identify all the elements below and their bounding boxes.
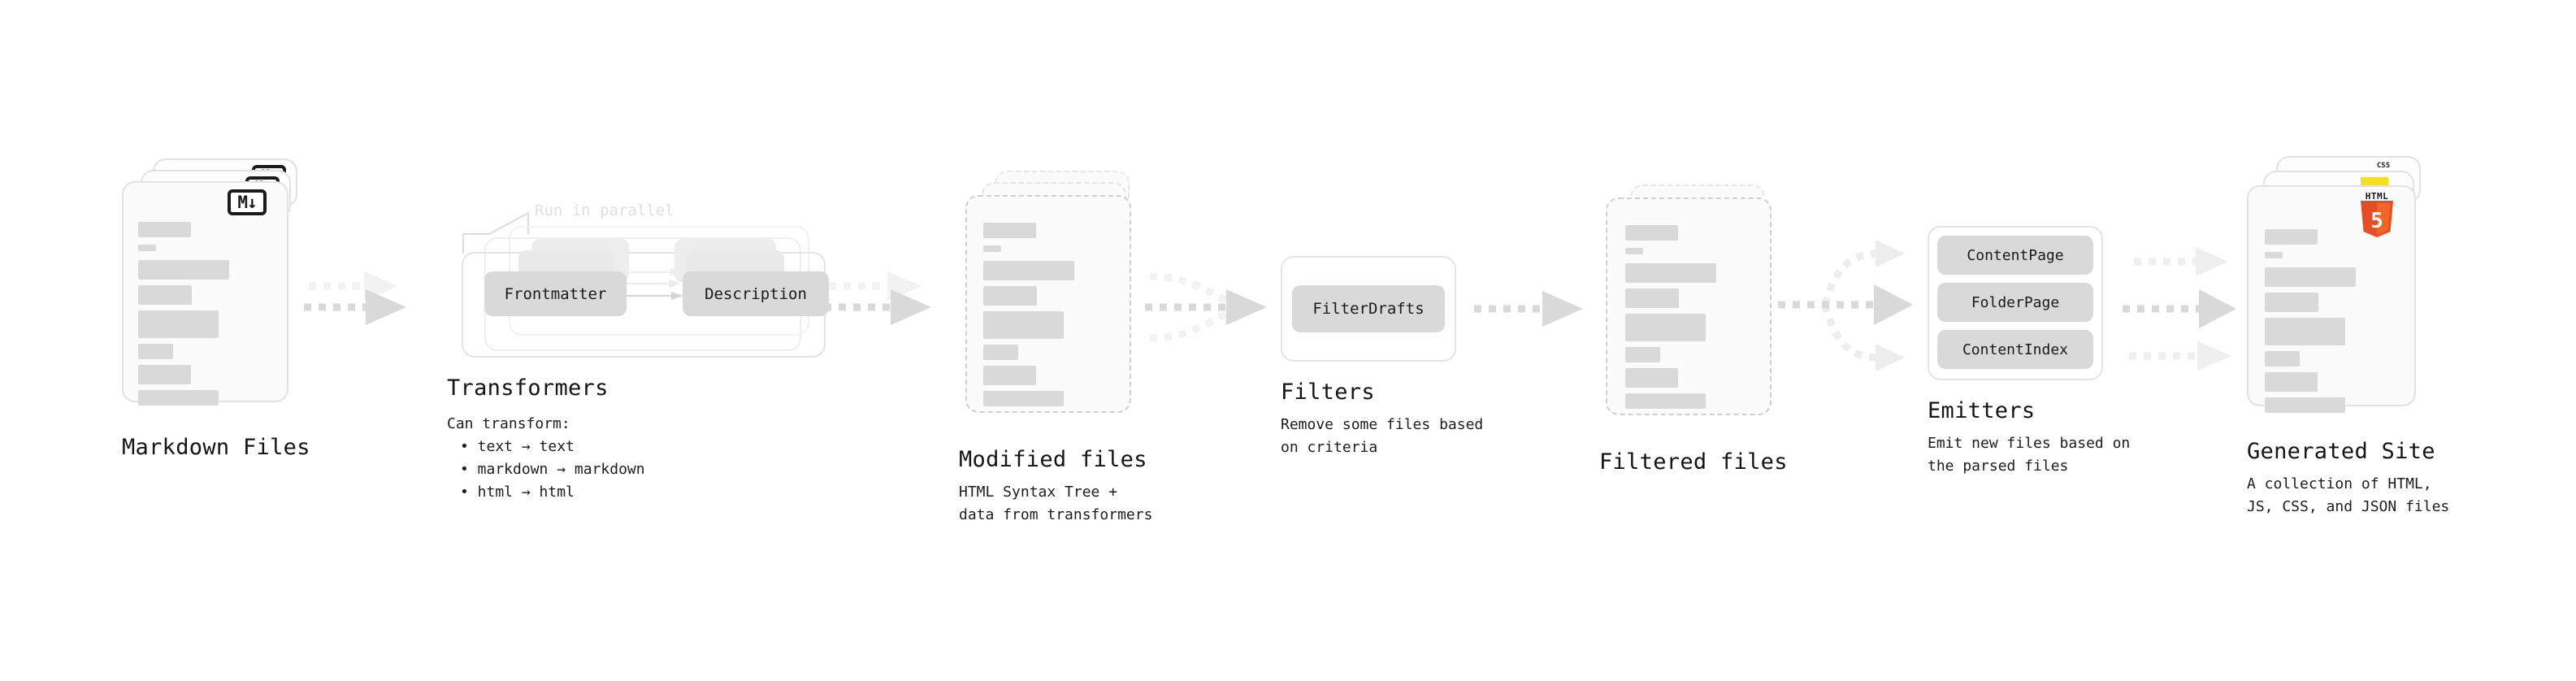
skeleton-line [2265,397,2345,413]
stage-modified-files: Modified files HTML Syntax Tree + data f… [959,163,1152,523]
bullet-item: • text → text [460,438,575,455]
site-card-front: HTML 5 [2247,185,2416,413]
skeleton-line [1625,347,1660,362]
skeleton-line [983,391,1064,406]
connector-emitters-to-site [2123,247,2236,371]
skeleton-line [983,223,1036,238]
skeleton-line [138,365,191,384]
markdown-card-front: M↓ [122,181,288,406]
skeleton-line [983,245,1001,252]
filter-pill-filterdrafts[interactable]: FilterDrafts [1292,285,1445,332]
skeleton-line [2265,229,2318,245]
skeleton-line [1625,225,1678,241]
site-card-stack: CSS HTML 5 [2247,156,2442,424]
skeleton-line [138,222,191,237]
stage-generated-site: CSS HTML 5 [2247,156,2449,515]
html5-icon: HTML 5 [2356,192,2398,239]
connector-modified-to-filters [1145,272,1267,342]
skeleton-line [2265,318,2345,345]
filtered-card-stack [1599,175,1786,435]
stage-markdown-files: M↓ M↓ M↓ Markdown Files [122,158,310,460]
skeleton-line [983,286,1037,306]
filters-panel [1281,256,1456,362]
skeleton-line [983,366,1036,385]
modified-files-title: Modified files [959,447,1147,472]
skeleton-line [2265,293,2318,312]
skeleton-line [983,261,1074,280]
css3-icon-label: CSS [2376,162,2391,170]
skeleton-line [983,311,1064,339]
transformers-description-lead: Can transform: [447,415,570,432]
emitters-title: Emitters [1928,398,2036,423]
generated-site-title: Generated Site [2247,439,2435,464]
skeleton-line [2265,372,2318,392]
markdown-card-stack: M↓ M↓ M↓ [122,158,309,419]
modified-card-front [965,195,1131,413]
bullet-item: • html → html [460,484,575,501]
skeleton-line [2265,252,2283,258]
filters-description: Remove some files based on criteria [1281,416,1484,456]
emitter-pill-contentpage[interactable]: ContentPage [1937,236,2093,275]
skeleton-line [138,390,219,406]
skeleton-line [983,345,1018,360]
emitters-description: Emit new files based on the parsed files [1928,435,2131,475]
stage-filtered-files: Filtered files [1599,175,1787,475]
skeleton-line [1625,314,1706,341]
skeleton-line [1625,368,1678,388]
parallel-bracket [462,211,529,254]
transformer-pill-frontmatter[interactable]: Frontmatter [484,271,627,316]
markdown-icon: M↓ [228,189,267,215]
skeleton-line [138,310,219,338]
filtered-card-front [1606,197,1772,415]
generated-site-description: A collection of HTML, JS, CSS, and JSON … [2247,475,2450,515]
transformer-pill-description[interactable]: Description [683,271,829,316]
connector-filters-to-filtered [1474,291,1583,327]
filters-title: Filters [1281,380,1375,405]
html5-shield: 5 [2361,201,2393,237]
emitter-pill-folderpage[interactable]: FolderPage [1937,283,2093,322]
modified-files-description: HTML Syntax Tree + data from transformer… [959,484,1153,523]
skeleton-line [138,245,156,251]
skeleton-line [138,285,192,305]
skeleton-line [1625,248,1643,254]
skeleton-line [138,260,229,280]
emitters-panel [1928,226,2103,380]
connector-markdown-to-transformers [304,271,406,325]
skeleton-line [2265,267,2356,287]
modified-card-stack [959,163,1146,431]
transformers-title: Transformers [447,375,609,401]
bullet-item: • markdown → markdown [460,461,645,478]
html5-icon-label: HTML [2365,191,2389,202]
connector-transformers-to-modified [824,271,931,325]
skeleton-line [1625,288,1679,308]
emitter-pill-contentindex[interactable]: ContentIndex [1937,330,2093,369]
svg-text:5: 5 [2370,209,2383,233]
markdown-files-title: Markdown Files [122,435,310,460]
filtered-files-title: Filtered files [1599,449,1788,475]
transformers-bullet-list: • text → text • markdown → markdown • ht… [460,436,645,504]
run-in-parallel-label: Run in parallel [535,202,674,219]
skeleton-line [138,344,173,359]
skeleton-line [2265,351,2300,367]
skeleton-line [1625,393,1706,409]
connector-filtered-to-emitters [1778,240,1913,371]
skeleton-line [1625,263,1716,283]
